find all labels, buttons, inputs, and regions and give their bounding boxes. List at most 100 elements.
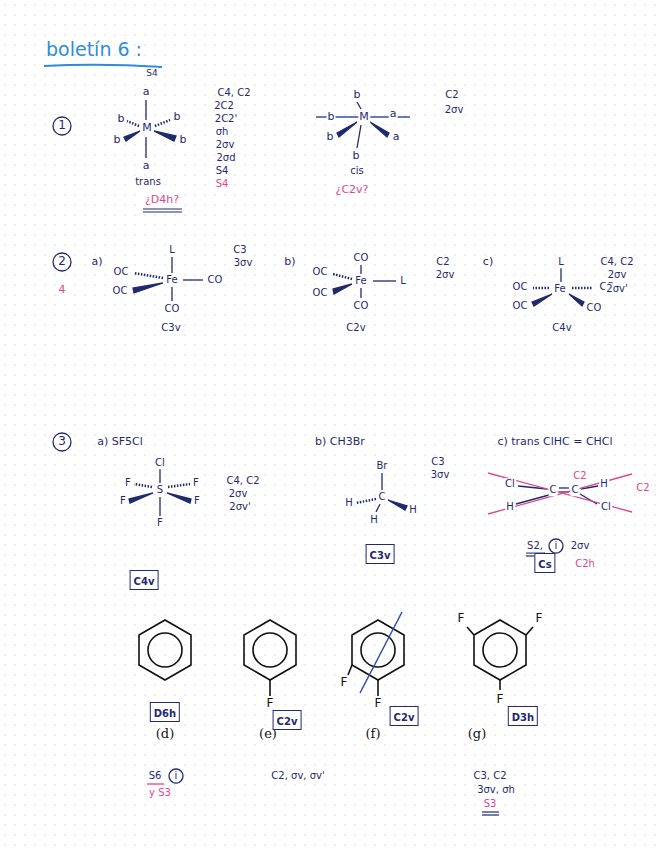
page-title: boletín 6 : [46,38,142,61]
note-label: b [113,134,122,147]
note-label: OC [113,266,130,278]
note-label: S [156,484,164,496]
note-label: F [156,517,164,529]
point-group: C3v [370,550,391,561]
note-label: 2σv [444,104,465,116]
note-label: C2 [444,89,459,101]
note-label: F [496,693,505,707]
note-label: M [141,122,153,135]
note-label: trans [134,176,162,188]
note-label: F [119,495,127,507]
note-label: CO [353,300,370,312]
note-label: 4 [58,284,67,297]
note-label: a [392,131,401,144]
note-label: OC [112,285,129,297]
note-label: S4 [145,68,158,78]
note-label: C2 [635,482,650,494]
note-label: b) [283,256,296,269]
answer-box: D6h [150,702,180,722]
note-label: S4 [215,165,230,177]
note-label: H [599,478,609,490]
answer-box: Cs [534,553,555,573]
note-label: OC [312,287,329,299]
note-label: S2, [526,540,544,552]
note-label: CO [586,302,603,314]
note-label: b [352,150,361,163]
note-label: F [124,477,132,489]
note-label: Fe [354,275,367,287]
note-label: OC [512,300,529,312]
note-label: a [142,160,151,173]
point-group: Cs [538,559,551,570]
note-label: C2 [572,470,587,482]
note-label: H [344,497,354,509]
note-label: 2C2 [213,100,235,112]
note-label: Cl [154,457,166,469]
note-label: 2σv [570,540,591,552]
note-label: cis [349,165,365,177]
note-label: (f) [365,727,382,742]
answer-box: C2v [273,710,302,730]
answer-box: C4v [130,570,159,590]
note-label: CO [164,303,181,315]
note-label: F [457,612,466,626]
note-label: F [266,697,275,711]
note-label: C3, C2 [472,770,507,782]
note-label: S3 [483,798,498,810]
point-group: D6h [154,708,176,719]
note-label: CO [353,252,370,264]
note-label: C2h [574,558,596,570]
note-label: L [399,275,407,287]
note-label: F [192,477,200,489]
note-label: b [327,111,336,124]
note-label: C4, C2 [225,475,260,487]
note-label: Cl [600,501,612,513]
note-label: ¿D4h? [144,194,180,207]
note-label: b [117,113,126,126]
note-label: (d) [155,727,175,742]
note-label: S4 [215,178,230,190]
note-label: C4v [551,322,572,334]
note-label: a) SF5Cl [96,436,144,449]
note-label: 3σv [430,469,451,481]
note-label: L [168,244,176,256]
note-label: a [389,108,398,121]
note-label: 2σv [435,269,456,281]
note-label: a [142,86,151,99]
note-label: F [374,697,383,711]
note-label: y S3 [148,787,172,799]
note-label: H [505,501,515,513]
note-label: 2σv' [605,283,628,295]
note-label: 2C2' [214,113,238,125]
note-label: b [173,111,182,124]
note-label: C3v [160,322,181,334]
point-group: C2v [394,712,415,723]
note-label: Br [376,460,389,472]
note-label: C4, C2 [599,256,634,268]
note-label: 3 [57,435,67,449]
answer-box: D3h [508,706,538,726]
note-label: σh [215,126,230,138]
note-label: c) trans ClHC = CHCl [496,436,613,449]
note-label: C [378,491,387,503]
note-label: b [179,134,188,147]
note-label: F [340,676,349,690]
note-label: F [535,612,544,626]
note-label: 2σd [215,152,236,164]
note-label: C3 [232,244,247,256]
note-label: (g) [467,727,487,742]
note-label: i [174,770,179,782]
note-label: Cl [504,478,516,490]
note-label: OC [312,266,329,278]
answer-box: C2v [390,706,419,726]
note-label: a) [90,256,103,269]
note-label: C [549,484,558,496]
note-label: c) [482,256,494,269]
note-label: C2, σv, σv' [270,770,325,782]
note-label: L [557,256,565,268]
note-label: 3σv, σh [476,784,516,796]
note-label: C [571,484,580,496]
note-label: ¿C2v? [335,184,370,197]
note-label: F [193,495,201,507]
